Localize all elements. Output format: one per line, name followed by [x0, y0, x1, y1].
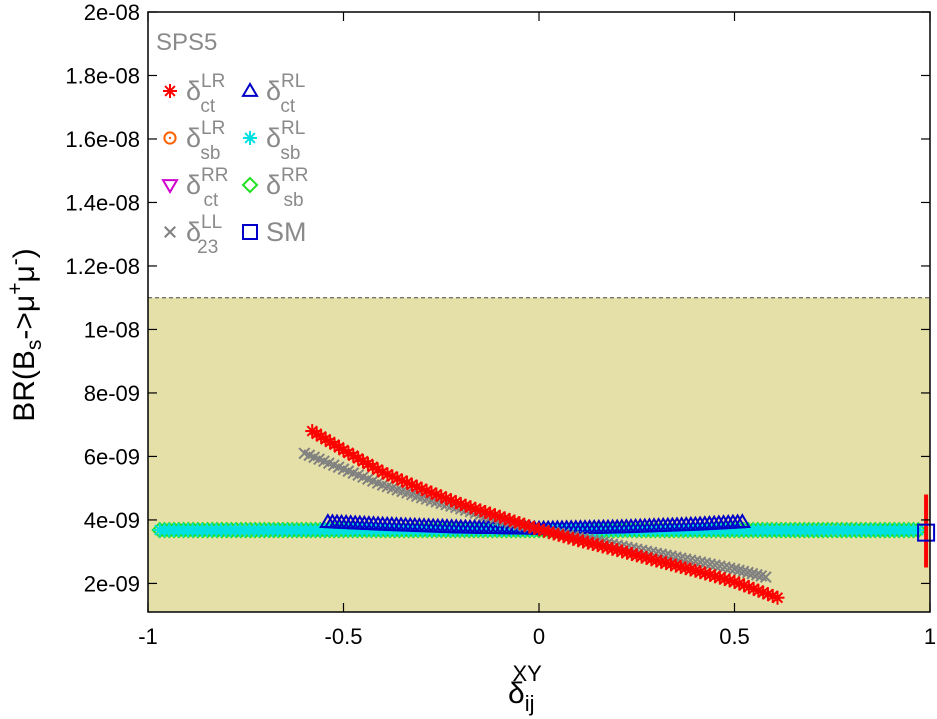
- legend-marker: [243, 131, 257, 145]
- y-tick-label: 1e-08: [84, 317, 140, 342]
- legend-title: SPS5: [156, 29, 217, 56]
- x-tick-label: 0.5: [719, 624, 750, 649]
- x-tick-label: -1: [138, 624, 158, 649]
- x-axis-title-sup: XY: [512, 661, 542, 686]
- data-point: [759, 571, 772, 584]
- allowed-region-layer: [148, 297, 930, 612]
- legend-marker: [163, 131, 177, 145]
- data-point: [693, 565, 708, 580]
- y-tick-label: 1.8e-08: [65, 63, 140, 88]
- y-axis-title-pre: BR(B: [8, 350, 41, 422]
- x-tick-label: -0.5: [325, 624, 363, 649]
- y-tick-label: 1.2e-08: [65, 254, 140, 279]
- legend-marker: [163, 84, 177, 98]
- y-tick-label: 2e-08: [84, 0, 140, 25]
- series-lr-ct: [305, 424, 785, 605]
- y-tick-label: 2e-09: [84, 571, 140, 596]
- y-axis-title-sup2: -: [4, 258, 27, 265]
- y-axis-title-sub: s: [23, 340, 46, 351]
- y-tick-label: 1.6e-08: [65, 127, 140, 152]
- tick-layer: -1 -0.5 0 0.5 1 2e-09 4e-09 6e-09 8e-09 1e-08 1.2e…: [65, 0, 936, 649]
- legend-entry-sm: SM: [242, 217, 307, 247]
- data-point: [733, 513, 752, 529]
- legend-marker: [161, 179, 179, 194]
- data-point: [732, 576, 747, 591]
- y-axis-title-mid2: μ: [8, 265, 41, 282]
- legend-label: SM: [266, 217, 307, 247]
- series-layer: [151, 424, 936, 605]
- y-tick-label: 4e-09: [84, 508, 140, 533]
- x-axis-title-sub: ij: [525, 691, 535, 716]
- y-axis-title: BR(Bs->μ+μ-): [4, 248, 46, 422]
- x-tick-label: 1: [924, 624, 936, 649]
- data-point: [770, 590, 785, 605]
- y-tick-label: 6e-09: [84, 444, 140, 469]
- legend-marker: [242, 224, 258, 240]
- y-axis-title-sup1: +: [4, 283, 27, 295]
- y-tick-label: 1.4e-08: [65, 190, 140, 215]
- allowed-region: [148, 297, 930, 612]
- y-axis-title-mid: ->μ: [8, 295, 41, 340]
- legend-marker: [241, 82, 259, 97]
- y-axis-title-post: ): [8, 248, 41, 258]
- x-axis-title-main: δ: [508, 677, 525, 710]
- series-sm: [917, 494, 936, 568]
- x-axis-title: δij XY: [508, 661, 542, 716]
- legend-marker: [164, 226, 176, 238]
- y-tick-label: 8e-09: [84, 381, 140, 406]
- data-point: [917, 523, 936, 542]
- x-tick-label: 0: [533, 624, 545, 649]
- legend-marker: [241, 176, 259, 194]
